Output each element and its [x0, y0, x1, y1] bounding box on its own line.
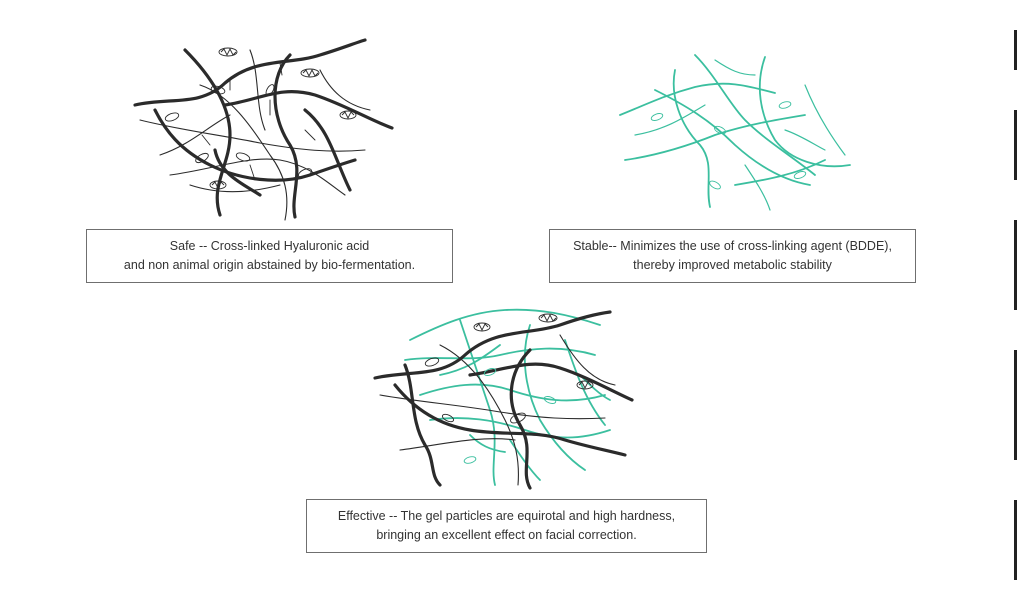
effective-caption-line1: Effective -- The gel particles are equir… [337, 509, 676, 523]
crosslink-coil-icon [650, 101, 807, 190]
stable-caption-line1: Stable-- Minimizes the use of cross-link… [573, 239, 892, 253]
scrollbar-edge [1011, 0, 1021, 601]
effective-network-illustration [373, 308, 634, 490]
effective-caption-line2: bringing an excellent effect on facial c… [376, 528, 637, 542]
crosslink-coil-icon [424, 313, 594, 424]
safe-network-illustration [133, 38, 394, 221]
stable-caption-line2: thereby improved metabolic stability [633, 258, 832, 272]
safe-caption-line1: Safe -- Cross-linked Hyaluronic acid [169, 239, 370, 253]
safe-caption-line2: and non animal origin abstained by bio-f… [123, 258, 416, 272]
safe-caption: Safe -- Cross-linked Hyaluronic acid and… [86, 229, 453, 283]
crosslink-coil-icon [463, 368, 557, 464]
effective-caption: Effective -- The gel particles are equir… [306, 499, 707, 553]
stable-caption: Stable-- Minimizes the use of cross-link… [549, 229, 916, 283]
stable-network-illustration [619, 54, 851, 211]
crosslink-coil-icon [164, 47, 357, 190]
